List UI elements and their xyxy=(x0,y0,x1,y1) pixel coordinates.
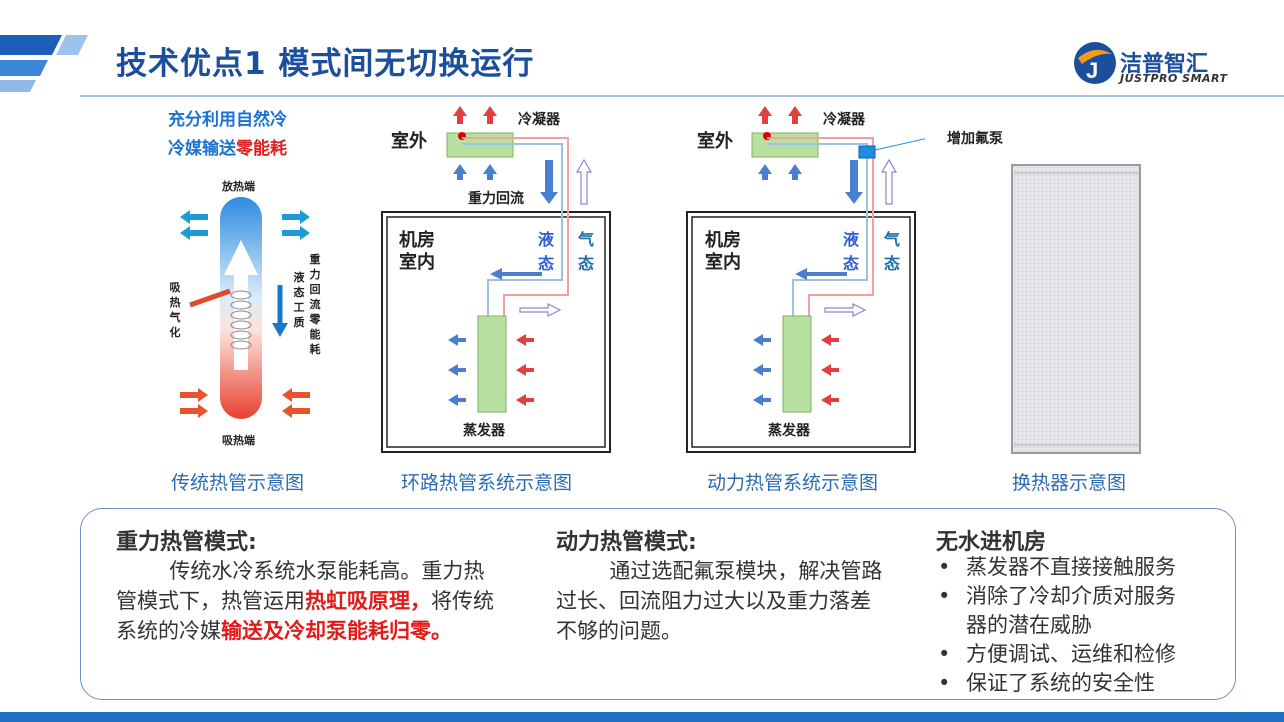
header-divider xyxy=(80,95,1284,97)
gravity-mode-highlight-2: 输送及冷却泵能耗归零。 xyxy=(221,619,452,643)
release-end-label: 放热端 xyxy=(222,180,255,193)
tagline-line2: 冷媒输送零能耗 xyxy=(168,134,287,159)
caption-heat-exchanger: 换热器示意图 xyxy=(1012,472,1127,494)
condenser-label-powered: 冷凝器 xyxy=(823,112,865,128)
tagline-line1: 充分利用自然冷 xyxy=(168,110,287,130)
gravity-mode-text: 传统水冷系统水泵能耗高。重力热管模式下，热管运用热虹吸原理，将传统系统的冷媒输送… xyxy=(116,556,502,646)
tagline-highlight: 零能耗 xyxy=(236,139,287,159)
bullet-item-continuation: 器的潜在威胁 xyxy=(966,613,1092,637)
powered-mode-text: 通过选配氟泵模块，解决管路过长、回流阻力过大以及重力落差不够的问题。 xyxy=(556,559,883,643)
room-label-loop-2: 室内 xyxy=(399,252,435,273)
gravity-mode-heading: 重力热管模式: xyxy=(116,530,257,555)
bullet-item: 蒸发器不直接接触服务 xyxy=(936,553,1176,582)
bullet-item: 方便调试、运维和检修 xyxy=(936,640,1176,669)
bullet-item: 保证了系统的安全性 xyxy=(936,669,1176,698)
footer-bar xyxy=(0,712,1284,722)
caption-traditional-heat-pipe: 传统热管示意图 xyxy=(171,472,305,494)
evaporator-label-loop: 蒸发器 xyxy=(463,423,505,439)
absorb-vaporize-label: 吸热气化 xyxy=(169,281,181,339)
gravity-return-label: 重力回流零能耗 xyxy=(309,253,321,356)
outdoor-label-powered: 室外 xyxy=(697,131,733,152)
heat-pipe-diagram xyxy=(180,197,310,419)
absorb-end-label: 吸热端 xyxy=(222,434,255,447)
gas-state-label-loop: 气态 xyxy=(578,230,595,273)
caption-powered-heat-pipe: 动力热管系统示意图 xyxy=(707,472,879,494)
evaporator-label-powered: 蒸发器 xyxy=(768,423,810,439)
heat-exchanger-image xyxy=(1011,164,1141,454)
no-water-heading: 无水进机房 xyxy=(936,530,1047,555)
condenser-label-loop: 冷凝器 xyxy=(518,112,560,128)
gas-state-label-powered: 气态 xyxy=(884,230,901,273)
logo-text-cn: 洁普智汇 xyxy=(1120,52,1209,77)
pump-label: 增加氟泵 xyxy=(947,131,1003,147)
svg-text:J: J xyxy=(1086,58,1098,83)
tagline-prefix: 冷媒输送 xyxy=(168,139,236,159)
gravity-return-label-loop: 重力回流 xyxy=(468,191,524,207)
liquid-state-label-loop: 液态 xyxy=(538,230,555,273)
powered-heat-pipe-diagram xyxy=(686,106,925,453)
loop-heat-pipe-diagram xyxy=(381,106,611,453)
justpro-logo-icon: J xyxy=(1074,42,1116,84)
caption-loop-heat-pipe: 环路热管系统示意图 xyxy=(401,472,573,494)
liquid-state-label-powered: 液态 xyxy=(843,230,860,273)
logo-text-en: JUSTPRO SMART xyxy=(1120,72,1228,85)
page-title: 技术优点1 模式间无切换运行 xyxy=(116,46,535,82)
room-label-loop-1: 机房 xyxy=(399,230,435,251)
powered-mode-heading: 动力热管模式: xyxy=(556,530,697,555)
gravity-mode-highlight-1: 热虹吸原理， xyxy=(305,589,431,613)
liquid-medium-label: 液态工质 xyxy=(293,271,305,329)
bullet-item: 消除了冷却介质对服务 xyxy=(936,582,1176,611)
room-label-powered-1: 机房 xyxy=(705,230,741,251)
outdoor-label-loop: 室外 xyxy=(391,131,427,152)
gravity-mode-text-b: 将传统系统的冷媒 xyxy=(116,589,494,643)
room-label-powered-2: 室内 xyxy=(705,252,741,273)
header-decoration xyxy=(0,35,88,92)
no-water-bullets: 蒸发器不直接接触服务 消除了冷却介质对服务 器的潜在威胁 方便调试、运维和检修 … xyxy=(936,553,1176,698)
gravity-mode-text-a: 传统水冷系统水泵能耗高。重力热管模式下，热管运用 xyxy=(116,559,485,613)
